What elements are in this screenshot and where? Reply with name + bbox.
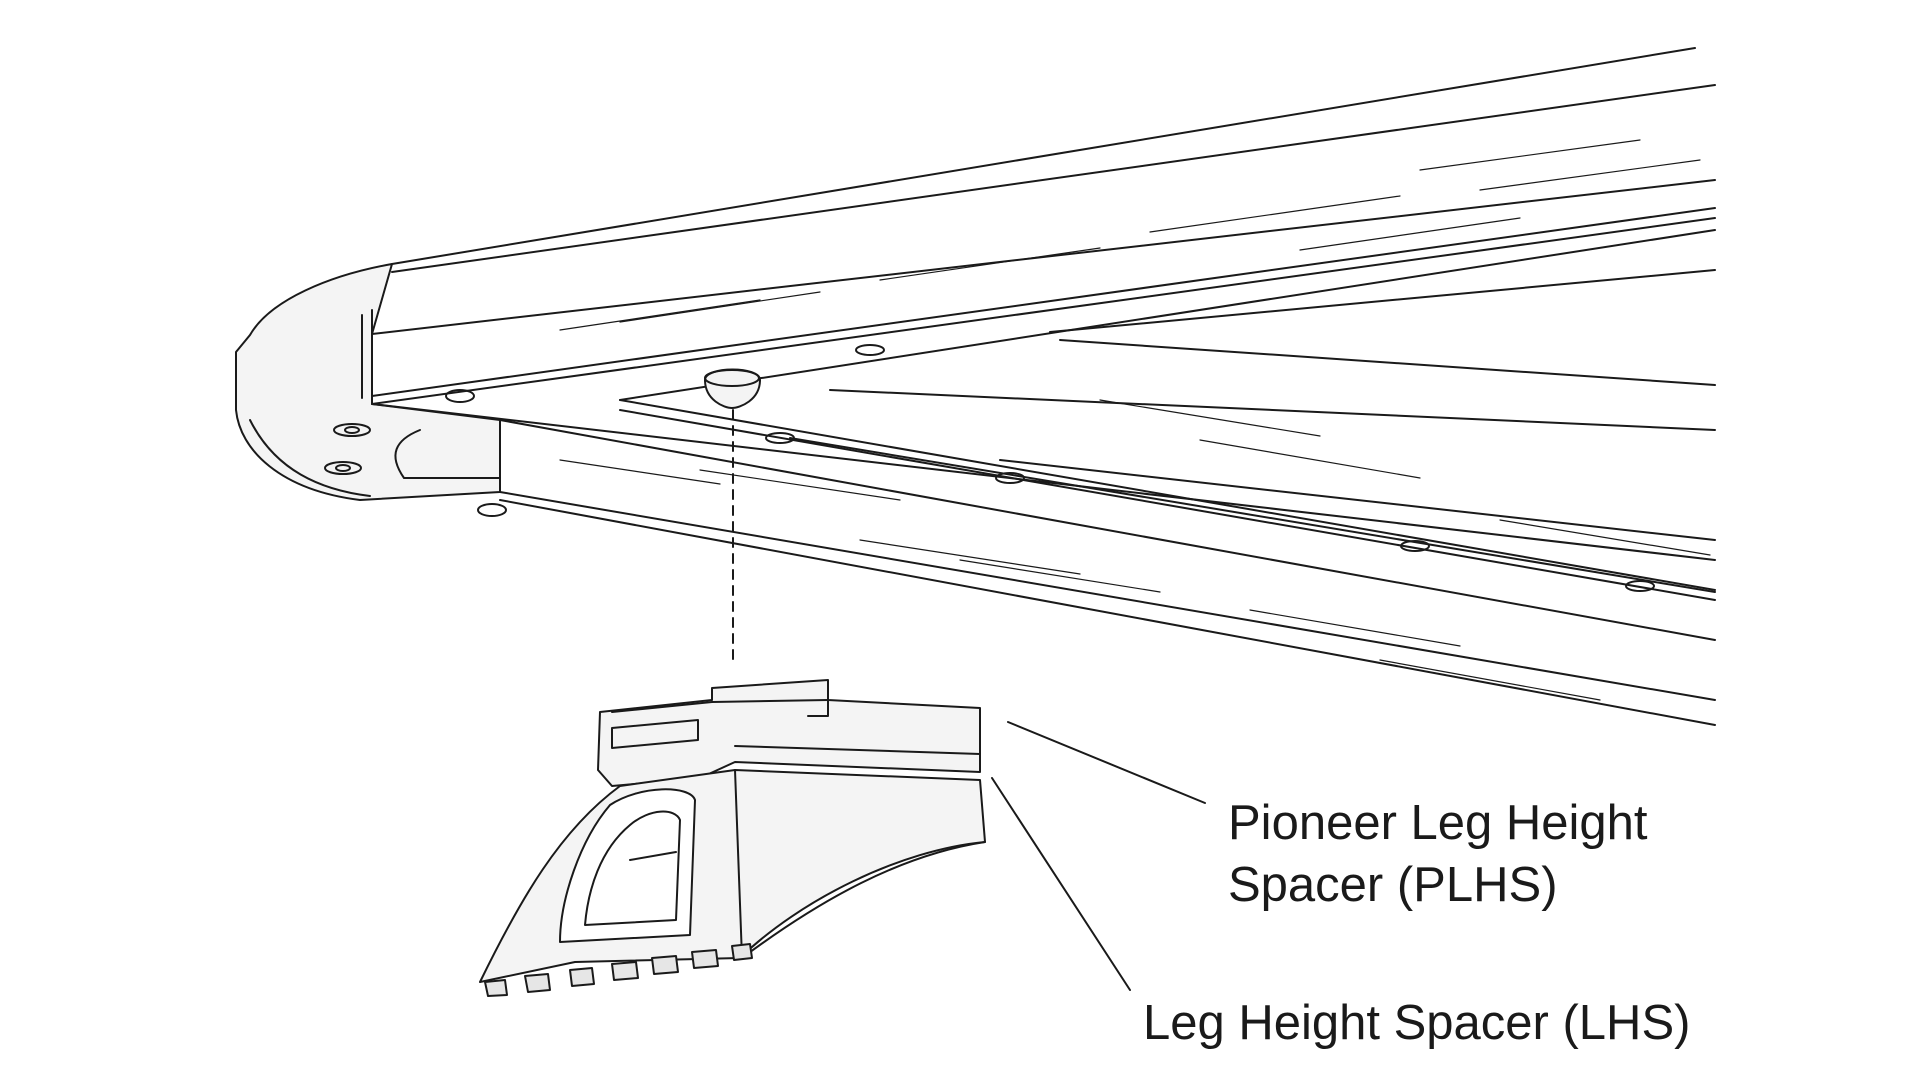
corner-cap [235,263,501,501]
fixing-2 [477,503,507,517]
lhs-part [479,769,986,997]
lhs-window-step [629,851,677,861]
fixing-6 [1625,580,1655,592]
rail-top-edge-2 [391,84,1716,273]
cap-bolt-1-inner [344,426,360,434]
plhs-slot [611,719,699,749]
lower-rail-top [371,403,1716,561]
track-slot [619,399,1716,591]
track-slot-2 [619,409,1716,601]
fixing-5 [1400,540,1430,552]
rail-inner-1 [619,229,1716,401]
lower-rail-edge [499,491,1716,701]
cap-bolt-1 [333,423,371,437]
rail-face-mid [371,207,1716,397]
rail-top-edge [391,47,1696,265]
plhs-part [597,679,981,787]
mount-bolt-dome [704,368,761,409]
slat-4 [1059,339,1716,386]
plhs-front-edge [734,745,981,755]
plhs-callout-label: Pioneer Leg Height Spacer (PLHS) [1228,792,1648,916]
lhs-window-outer [559,788,696,943]
slat-3 [999,459,1716,541]
lhs-side-edge [734,769,743,959]
lower-rail-bottom [499,419,1716,641]
plhs-top-face [611,699,829,713]
rail-face-lower [371,217,1716,405]
slat-2 [829,389,1716,431]
plhs-body [597,679,981,787]
cap-bolt-2 [324,461,362,475]
fixing-1 [445,389,475,403]
rail-inner-2 [1049,269,1716,333]
plhs-label-line-1: Pioneer Leg Height [1228,796,1648,850]
lhs-front-curve [741,841,986,959]
corner-cap-lower [249,419,371,497]
fixing-4 [995,472,1025,484]
slat-1 [789,437,1716,593]
rail-shading [559,139,1711,701]
mount-bolt-top [704,369,760,387]
lhs-teeth [484,943,753,997]
cap-bolt-2-inner [335,464,351,472]
fixing-7 [855,344,885,356]
lhs-label-text: Leg Height Spacer (LHS) [1143,996,1691,1050]
rail-face-upper [371,179,1716,335]
leader-line-plhs [1007,721,1206,804]
fixing-3 [765,432,795,444]
leader-line-lhs [991,777,1131,991]
lhs-window-inner [584,810,681,926]
corner-cap-inner-arc [394,429,501,479]
lhs-callout-label: Leg Height Spacer (LHS) [1143,992,1690,1054]
plhs-label-line-2: Spacer (PLHS) [1228,858,1558,912]
plhs-step [807,699,829,717]
roof-rack-frame [235,47,1716,726]
lower-rail-edge-2 [499,499,1716,726]
